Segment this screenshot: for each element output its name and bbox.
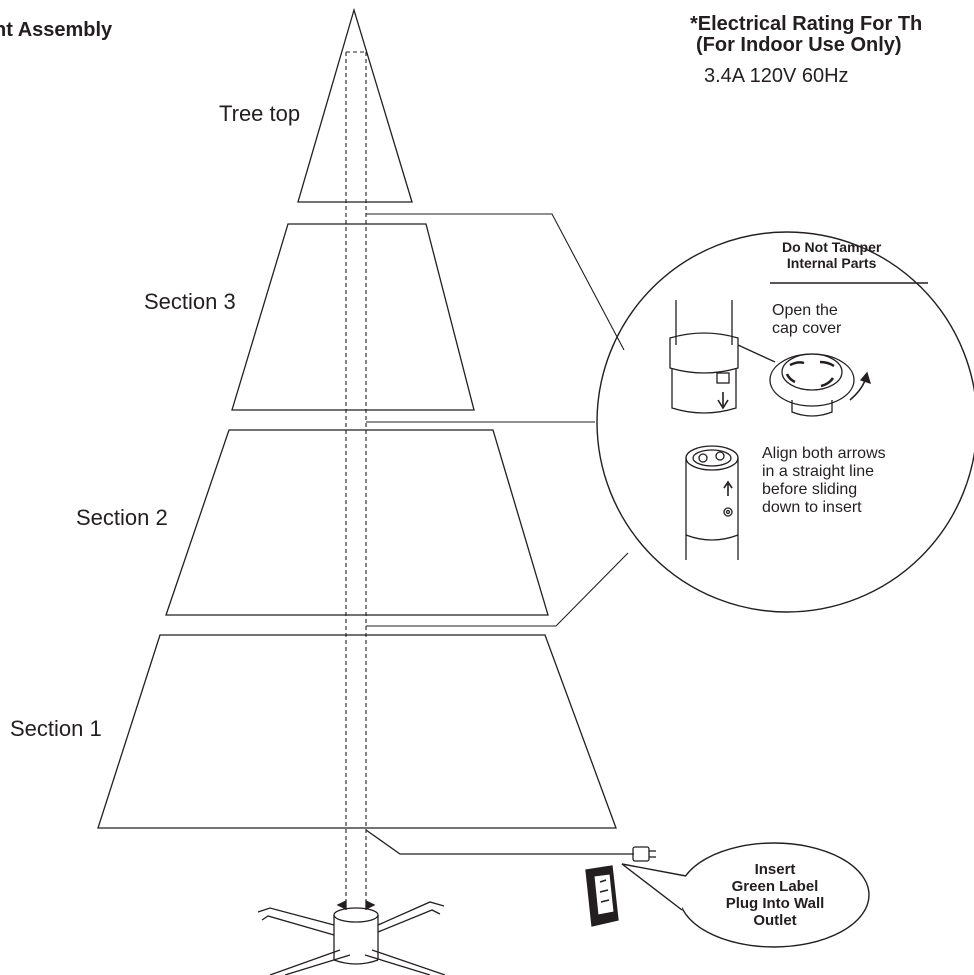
detail-circle [596, 231, 974, 613]
cap-note-line1: Open the [772, 302, 838, 319]
detail-leader-lines [366, 213, 629, 627]
section-1-shape [97, 634, 617, 829]
tree-top-shape [297, 7, 413, 203]
upper-pole-drawing [669, 300, 776, 414]
label-section-1: Section 1 [10, 716, 102, 741]
cap-note: Open the cap cover [772, 302, 841, 338]
cap-cover-drawing [769, 353, 871, 417]
section-3-shape [231, 223, 475, 411]
warning-line2: Internal Parts [786, 255, 877, 271]
align-note-line2: in a straight line [762, 463, 875, 480]
plug-callout-line4: Outlet [753, 912, 797, 929]
label-section-2: Section 2 [76, 505, 168, 530]
rating-title-line2: (For Indoor Use Only) [696, 34, 902, 56]
warning-text: Do Not Tamper Internal Parts [782, 239, 881, 271]
align-note-line4: down to insert [762, 499, 862, 516]
align-note: Align both arrows in a straight line bef… [762, 445, 886, 517]
rating-title-line1: *Electrical Rating For Th [690, 13, 923, 35]
lower-pole-drawing [685, 445, 739, 560]
electrical-rating-heading: *Electrical Rating For Th (For Indoor Us… [690, 14, 922, 56]
tree-stand [257, 899, 446, 975]
page-title: nt Assembly [0, 19, 113, 41]
plug-callout-bubble [621, 842, 870, 948]
plug-callout-text: Insert Green Label Plug Into Wall Outlet [685, 861, 865, 929]
align-note-line3: before sliding [762, 481, 858, 498]
warning-line1: Do Not Tamper [782, 239, 882, 255]
plug-callout-line1: Insert [754, 861, 796, 878]
align-note-line1: Align both arrows [762, 445, 886, 462]
rating-value: 3.4A 120V 60Hz [704, 65, 849, 87]
cap-note-line2: cap cover [772, 320, 842, 337]
green-label-tag [585, 865, 619, 927]
label-tree-top: Tree top [219, 101, 301, 126]
center-pole [345, 51, 367, 910]
power-cord [365, 829, 656, 862]
plug-callout-line2: Green Label [731, 878, 819, 895]
section-2-shape [165, 429, 549, 616]
label-section-3: Section 3 [144, 289, 236, 314]
plug-callout-line3: Plug Into Wall [725, 895, 825, 912]
